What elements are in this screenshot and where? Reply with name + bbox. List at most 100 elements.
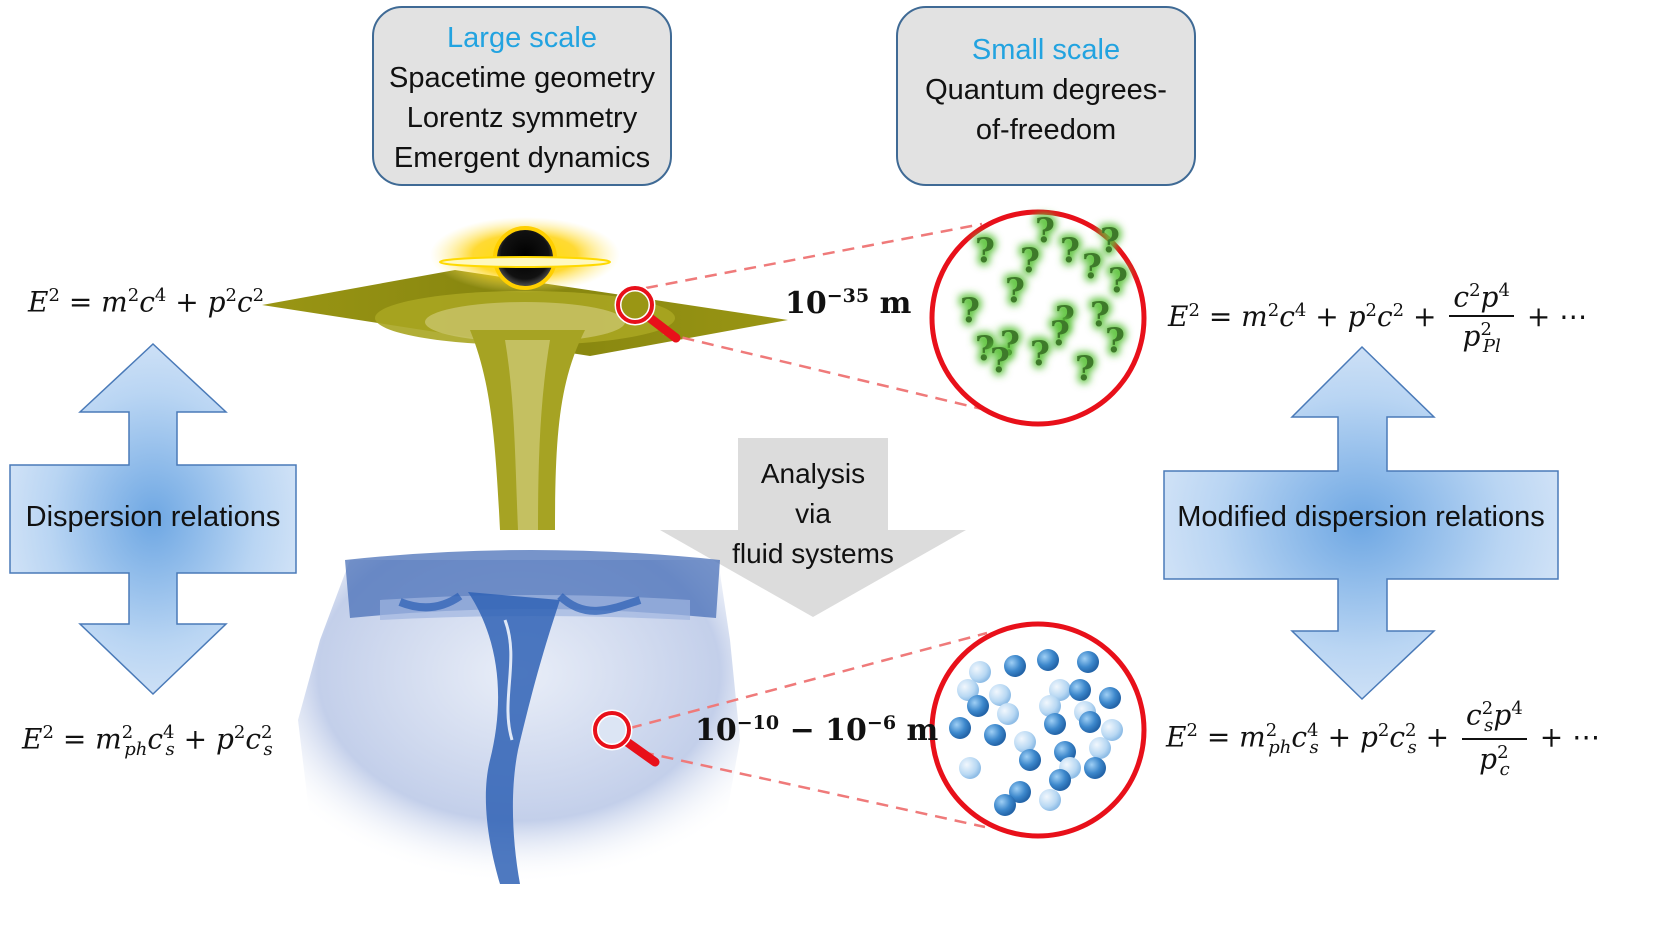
question-mark-glow: ? [1005, 271, 1025, 311]
scale-bottom-b-exponent: −6 [866, 712, 897, 734]
molecule-ball [1039, 789, 1061, 811]
question-mark: ? [1100, 221, 1120, 261]
scale-bottom-unit: m [896, 713, 939, 748]
molecule-ball [1099, 687, 1121, 709]
molecule-ball [1039, 695, 1061, 717]
scale-bottom-b: 10 [825, 713, 867, 748]
molecule-ball [1089, 737, 1111, 759]
question-mark: ? [1082, 247, 1102, 287]
question-mark: ? [990, 341, 1010, 381]
question-mark-glow: ? [1020, 241, 1040, 281]
spacetime-funnel-image [262, 217, 788, 530]
small-scale-box: Small scale Quantum degrees- of-freedom [896, 6, 1196, 186]
question-mark-glow: ? [1055, 299, 1075, 339]
molecule-ball [1049, 679, 1071, 701]
small-scale-line-2: of-freedom [975, 114, 1117, 146]
question-mark: ? [1030, 334, 1050, 374]
molecule-ball [1014, 731, 1036, 753]
question-mark: ? [1020, 241, 1040, 281]
water-vortex-image [298, 550, 740, 884]
molecule-ball [1101, 719, 1123, 741]
molecule-ball [1037, 649, 1059, 671]
scale-top-exponent: −35 [826, 285, 870, 307]
question-mark-glow: ? [975, 329, 995, 369]
question-mark-glow: ? [1050, 314, 1070, 354]
question-mark: ? [960, 291, 980, 331]
question-mark: ? [1108, 261, 1128, 301]
question-mark: ? [1060, 231, 1080, 271]
molecule-ball [1049, 769, 1071, 791]
scale-top-unit: m [869, 286, 912, 321]
molecular-scale-label: 10−10 − 10−6 m [695, 712, 939, 748]
question-mark: ? [1090, 295, 1110, 335]
modified-dispersion-relations-label: Modified dispersion relations [1177, 501, 1545, 533]
large-scale-line-2: Lorentz symmetry [406, 102, 638, 134]
molecule-ball [1079, 711, 1101, 733]
large-scale-line-1: Spacetime geometry [389, 62, 655, 94]
analysis-via-fluid-label: Analysis via fluid systems [713, 454, 913, 574]
question-mark: ? [1105, 321, 1125, 361]
question-mark: ? [1050, 314, 1070, 354]
dispersion-relations-label: Dispersion relations [25, 501, 281, 533]
phonon-dispersion-equation: E2 = m2phc4s + p2c2s [22, 722, 273, 760]
molecule-ball [1009, 781, 1031, 803]
question-mark: ? [1000, 324, 1020, 364]
scale-bottom-a-exponent: −10 [736, 712, 780, 734]
small-scale-line-1: Quantum degrees- [925, 74, 1167, 106]
molecule-ball [969, 661, 991, 683]
question-mark-glow: ? [1000, 324, 1020, 364]
question-mark-glow: ? [1075, 349, 1095, 389]
molecule-ball [967, 695, 989, 717]
small-scale-heading: Small scale [971, 34, 1121, 66]
molecule-ball [1084, 757, 1106, 779]
zoom-lines [629, 222, 988, 829]
question-mark-glow: ? [1100, 221, 1120, 261]
left-double-arrow [9, 342, 297, 696]
molecule-ball [1019, 749, 1041, 771]
magnifier-icon-top [614, 284, 681, 343]
analysis-line-3: fluid systems [732, 538, 894, 569]
question-mark-glow: ? [990, 341, 1010, 381]
analysis-line-2: via [795, 498, 831, 529]
center-down-arrow [660, 438, 966, 617]
molecule-cluster [949, 649, 1123, 816]
large-scale-box: Large scale Spacetime geometry Lorentz s… [372, 6, 672, 186]
question-mark-glow: ? [975, 231, 995, 271]
molecule-ball [1069, 679, 1091, 701]
quantum-zoom-circle: ???????????????????????????????????? [929, 208, 1147, 427]
magnifier-icon-bottom [591, 709, 660, 767]
question-mark: ? [1055, 299, 1075, 339]
question-mark: ? [975, 231, 995, 271]
question-mark: ? [1075, 349, 1095, 389]
question-mark: ? [1035, 211, 1055, 251]
molecule-ball [989, 684, 1011, 706]
question-mark-glow: ? [1030, 334, 1050, 374]
scale-bottom-a: 10 [695, 713, 737, 748]
question-mark-glow: ? [1105, 321, 1125, 361]
question-mark-glow: ? [1090, 295, 1110, 335]
molecule-ball [1077, 651, 1099, 673]
large-scale-heading: Large scale [447, 22, 597, 54]
question-mark-glow: ? [1035, 211, 1055, 251]
molecule-ball [957, 679, 979, 701]
relativistic-dispersion-equation: E2 = m2c4 + p2c2 [28, 285, 265, 319]
question-mark: ? [1005, 271, 1025, 311]
question-mark-cluster: ???????????????????????????????????? [957, 208, 1131, 392]
molecule-ball [984, 724, 1006, 746]
question-mark-glow: ? [1108, 261, 1128, 301]
molecule-ball [997, 703, 1019, 725]
question-mark-glow: ? [1082, 247, 1102, 287]
molecule-ball [1004, 655, 1026, 677]
fluid-zoom-circle [929, 621, 1147, 839]
question-mark-glow: ? [960, 291, 980, 331]
large-scale-line-3: Emergent dynamics [393, 142, 651, 174]
molecule-ball [959, 757, 981, 779]
molecule-ball [949, 717, 971, 739]
scale-top-mantissa: 10 [785, 286, 827, 321]
question-mark: ? [975, 329, 995, 369]
molecule-ball [1044, 713, 1066, 735]
planck-scale-label: 10−35 m [785, 285, 911, 321]
